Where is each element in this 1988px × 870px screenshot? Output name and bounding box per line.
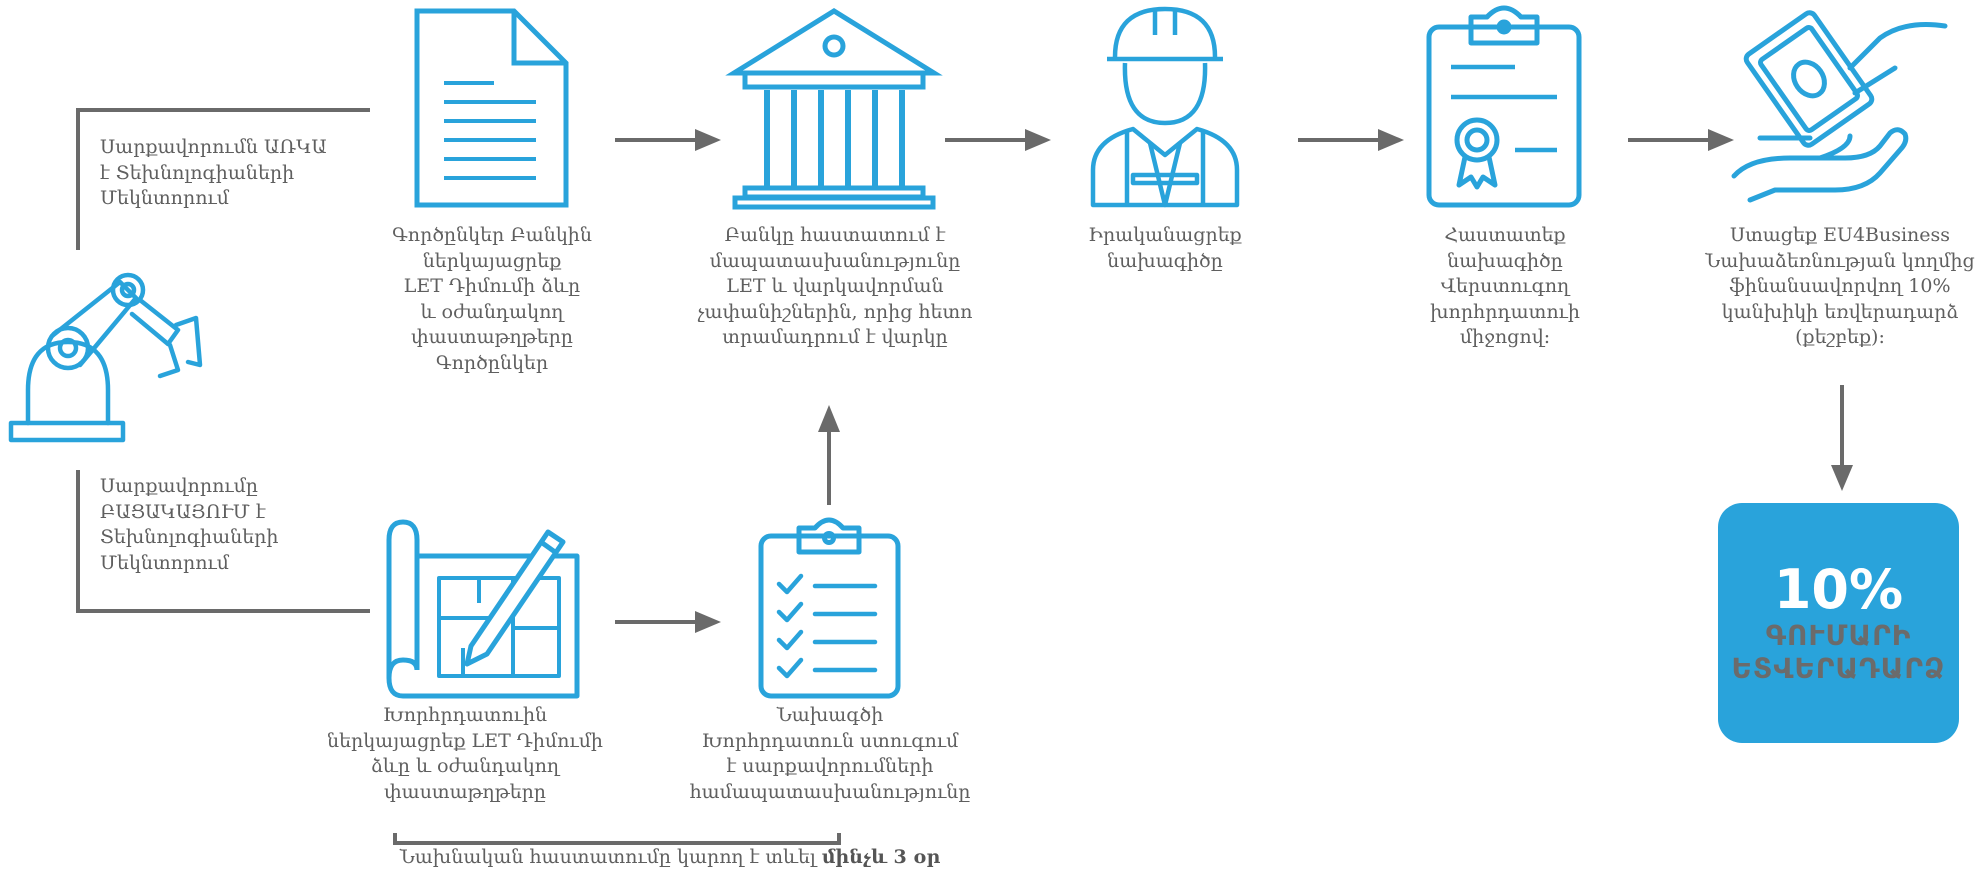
robot-arm-icon <box>8 270 233 445</box>
step-submit-consultant-text: Խորհրդատուին ներկայացրեք LET Դիմումի ձևը… <box>326 704 603 803</box>
bank-icon <box>725 8 943 210</box>
step-receive-text: Ստացեք EU4Business Նախաձեռնության կողմից… <box>1705 224 1975 348</box>
arrow-right-1 <box>615 129 721 151</box>
badge-percent: 10% <box>1773 558 1904 621</box>
checklist-clipboard-icon <box>757 517 902 700</box>
arrow-right-5 <box>615 611 721 633</box>
arrow-down <box>1831 385 1853 491</box>
step-verify-text: Հաստատեք նախագիծը Վերստուգող խորհրդատուի… <box>1430 224 1580 348</box>
badge-line-2: ԵՏՎԵՐԱԴԱՐՁ <box>1731 652 1946 685</box>
footer-prefix: Նախնական հաստատումը կարող է տևել <box>399 846 822 868</box>
worker-icon <box>1085 5 1245 210</box>
equipment-listed-label: Սարքավորումն ԱՌԿԱ է Տեխնոլոգիաների Մեկնտ… <box>100 136 327 209</box>
document-icon <box>414 8 570 208</box>
badge-line-1: ԳՈՒՄԱՐԻ <box>1765 619 1912 652</box>
step-implement-text: Իրականացրեք նախագիծը <box>1088 224 1242 272</box>
equipment-not-listed-label: Սարքավորումը ԲԱՑԱԿԱՅՈՒՄ է Տեխնոլոգիաների… <box>100 475 279 574</box>
arrow-right-2 <box>945 129 1051 151</box>
certificate-clipboard-icon <box>1425 5 1583 210</box>
cash-hand-icon <box>1730 8 1955 203</box>
step-bank-confirms-text: Բանկը հաստատում է մապատասխանությունը LET… <box>697 224 973 348</box>
arrow-up <box>818 405 840 505</box>
cashback-badge: 10% ԳՈՒՄԱՐԻ ԵՏՎԵՐԱԴԱՐՁ <box>1718 503 1959 743</box>
step-consultant-check-text: Նախագծի Խորհրդատուն ստուգում է սարքավորո… <box>689 704 971 803</box>
footer-bold: մինչև 3 օր <box>821 846 941 868</box>
arrow-right-4 <box>1628 129 1734 151</box>
arrow-right-3 <box>1298 129 1404 151</box>
footer-note: Նախնական հաստատումը կարող է տևել մինչև 3… <box>330 846 1010 868</box>
blueprint-icon <box>383 518 583 700</box>
step-submit-bank-text: Գործընկեր Բանկին ներկայացրեք LET Դիմումի… <box>392 224 592 374</box>
